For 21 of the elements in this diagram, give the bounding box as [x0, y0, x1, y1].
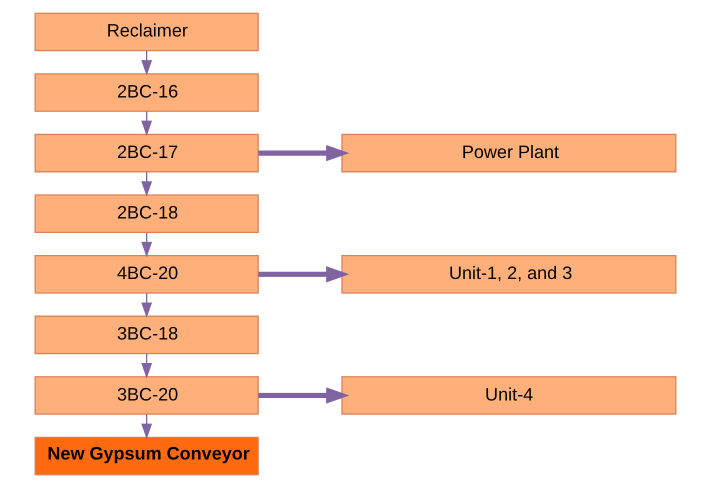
- arrow: [141, 172, 152, 197]
- node-box: Reclaimer: [34, 12, 259, 52]
- node-box: 2BC-17: [34, 134, 259, 172]
- node-box: 2BC-16: [34, 73, 259, 112]
- arrow: [141, 50, 152, 76]
- arrow: [141, 414, 152, 440]
- node-box: 3BC-20: [34, 376, 259, 415]
- arrow: [258, 144, 350, 162]
- node-box: 3BC-18: [34, 316, 259, 354]
- arrow: [141, 293, 152, 318]
- node-box: 4BC-20: [34, 254, 259, 294]
- arrow: [258, 387, 350, 404]
- node-box: Unit-4: [341, 376, 676, 415]
- node-box: Unit-1, 2, and 3: [341, 254, 676, 294]
- arrow: [141, 232, 152, 258]
- arrow: [141, 354, 152, 379]
- arrow: [258, 266, 350, 282]
- node-box: 2BC-18: [34, 194, 259, 234]
- node-box: Power Plant: [341, 134, 676, 172]
- node-box: New Gypsum Conveyor: [34, 436, 259, 476]
- arrow: [141, 112, 152, 136]
